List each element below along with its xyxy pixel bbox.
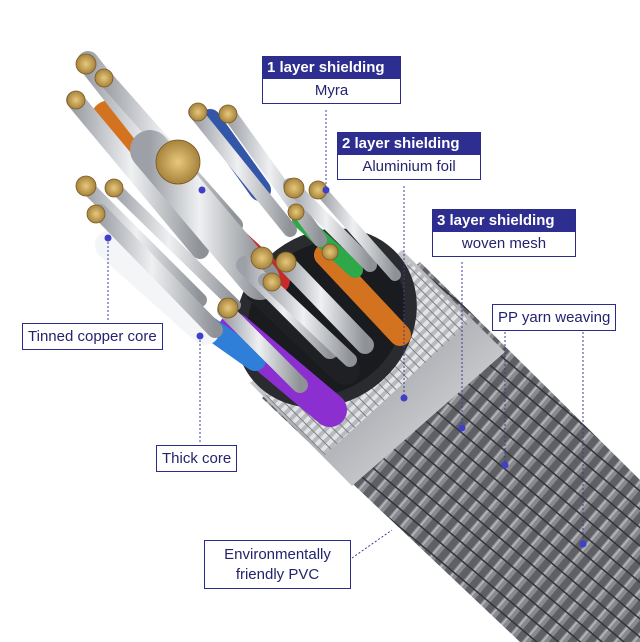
copper-strand-ends — [66, 53, 339, 319]
callout-layer3-sub: woven mesh — [461, 235, 547, 252]
callout-layer1-shielding: 1 layer shielding Myra — [262, 56, 401, 104]
pointer-dot-layer2 — [400, 394, 408, 402]
callout-pvc-line2: friendly PVC — [235, 565, 320, 583]
callout-layer2-title: 2 layer shielding — [338, 133, 480, 155]
callout-tinned-core: Tinned copper core — [22, 323, 163, 350]
pointer-dot-thick-core — [196, 332, 204, 340]
pointer-dot-pp-yarn-2 — [579, 540, 587, 548]
callout-tinned-core-label: Tinned copper core — [28, 328, 157, 345]
callout-layer2-shielding: 2 layer shielding Aluminium foil — [337, 132, 481, 180]
callout-layer3-title: 3 layer shielding — [433, 210, 575, 232]
pointer-dot-layer1 — [322, 186, 330, 194]
callout-thick-core-label: Thick core — [162, 450, 232, 467]
leader-lines — [104, 110, 587, 559]
pointer-dot-tinned-core — [104, 234, 112, 242]
pointer-dot-layer3 — [458, 424, 466, 432]
silver-strands — [66, 51, 401, 393]
pointer-dot-strand — [198, 186, 206, 194]
callout-layer1-title: 1 layer shielding — [263, 57, 400, 79]
callout-layer1-sub: Myra — [314, 82, 349, 99]
callout-pp-yarn: PP yarn weaving — [492, 304, 617, 331]
callout-layer2-sub: Aluminium foil — [362, 158, 456, 175]
callout-pp-yarn-label: PP yarn weaving — [498, 309, 611, 326]
pointer-dot-pp-yarn — [501, 461, 509, 469]
callout-pvc-line1: Environmentally — [224, 546, 331, 563]
callout-thick-core: Thick core — [156, 445, 238, 472]
callout-pvc: Environmentally friendly PVC — [204, 540, 351, 589]
callout-layer3-shielding: 3 layer shielding woven mesh — [432, 209, 576, 257]
